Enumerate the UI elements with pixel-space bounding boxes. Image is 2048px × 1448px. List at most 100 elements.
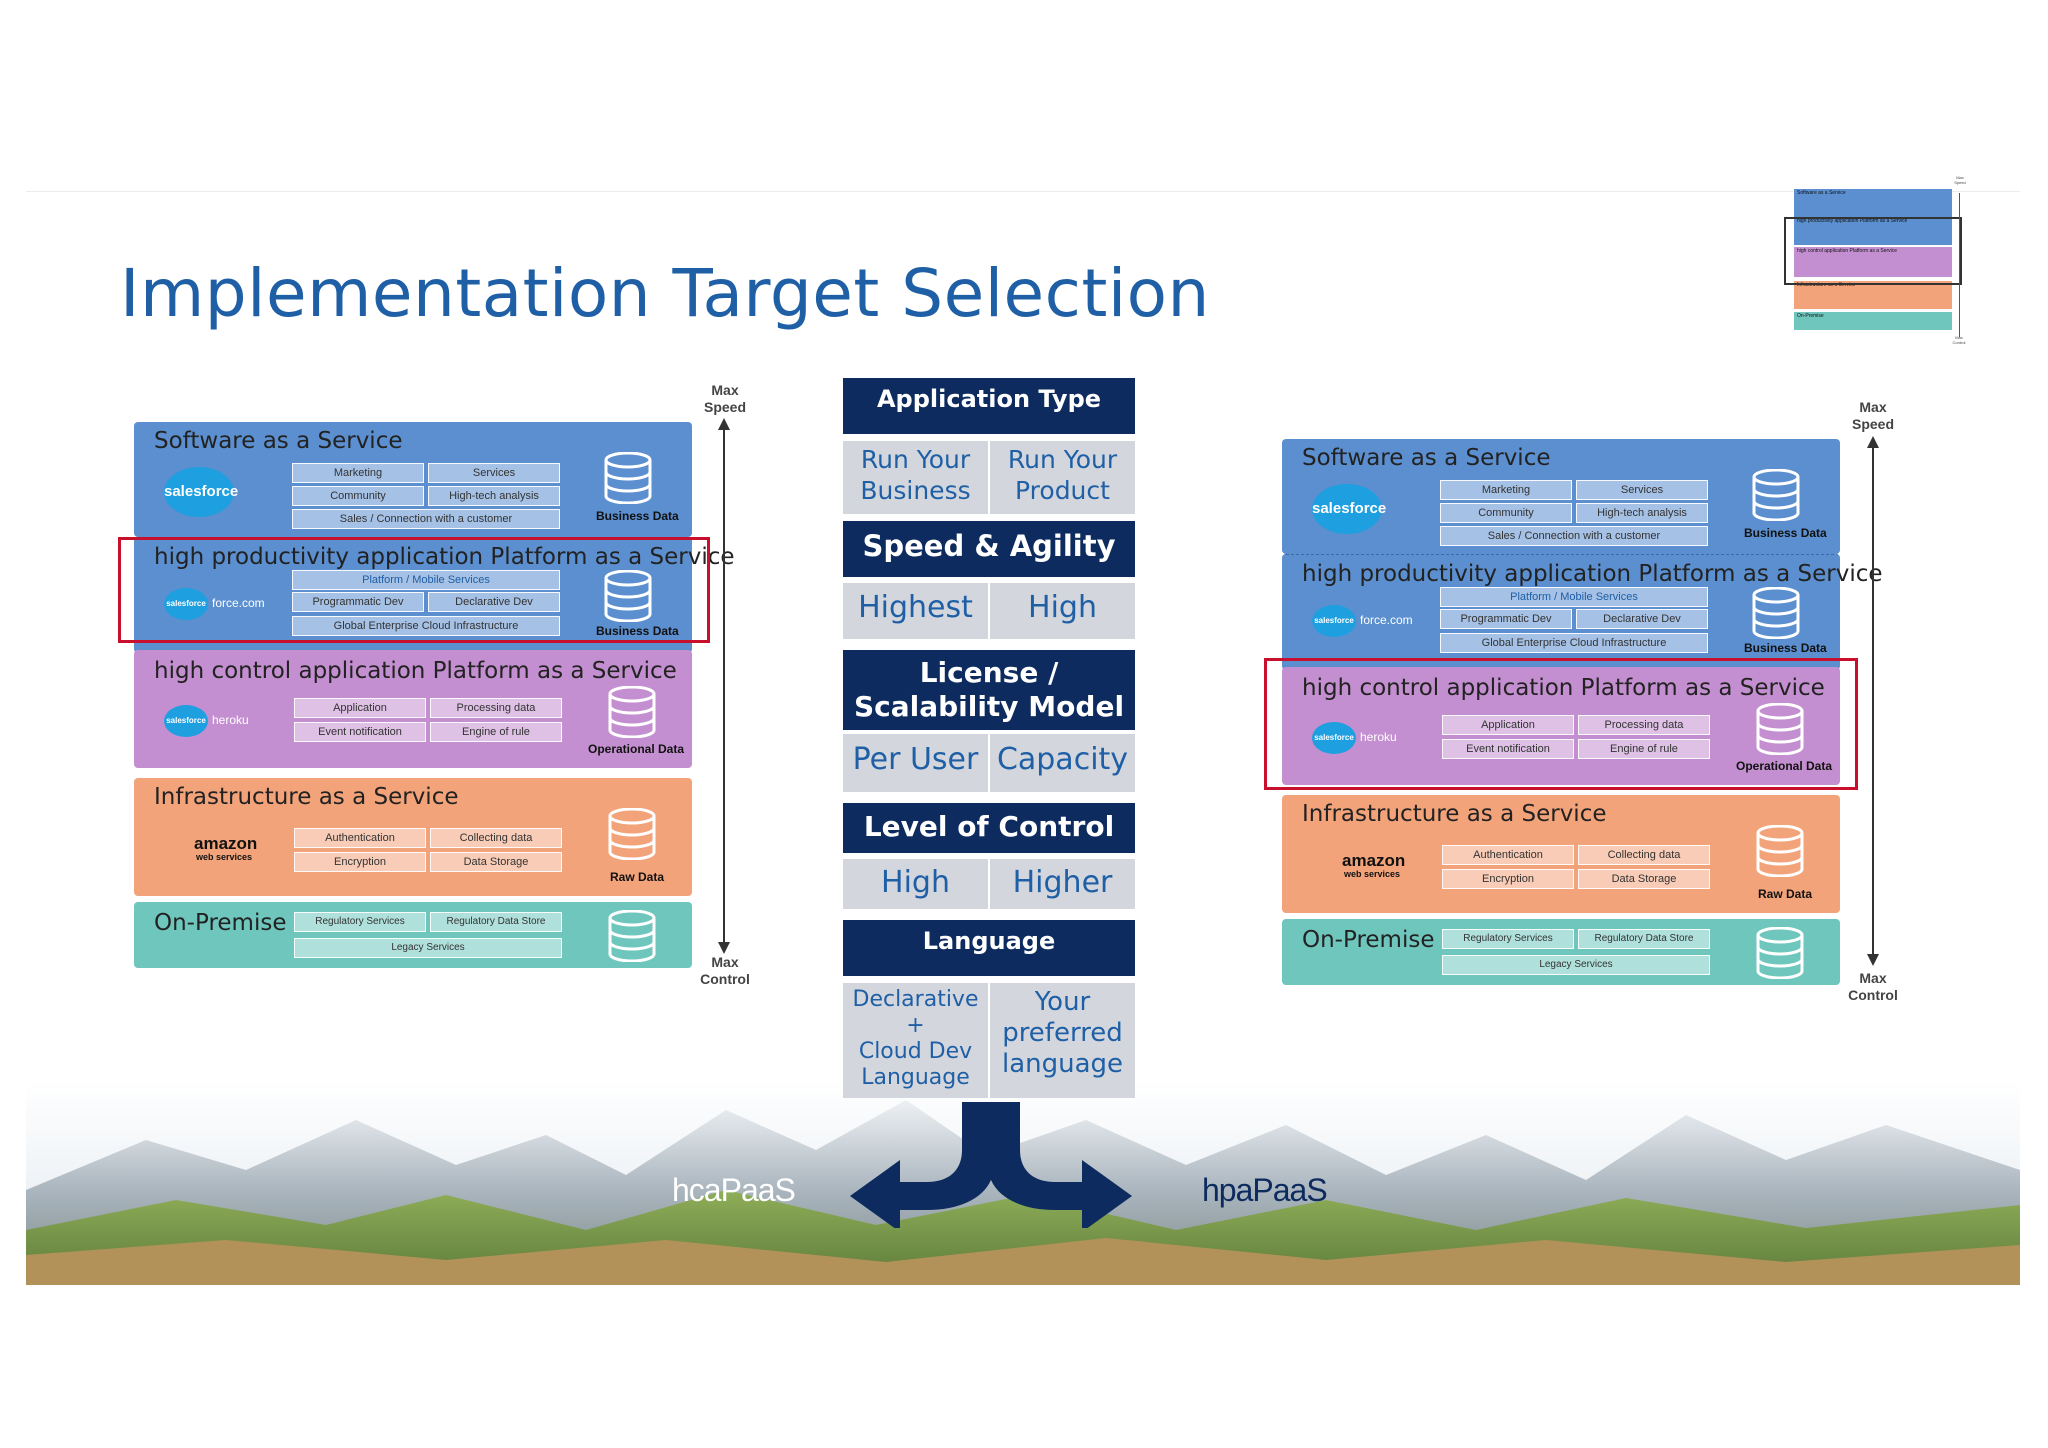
cell-authentication: Authentication <box>1442 845 1574 865</box>
cell-run-your-product: Run Your Product <box>990 441 1135 514</box>
cell-platform-mobile: Platform / Mobile Services <box>1440 587 1708 607</box>
axis-max-speed-label: Max Speed <box>1851 399 1894 432</box>
cell-programmatic-dev: Programmatic Dev <box>292 592 424 612</box>
database-icon <box>1756 825 1804 877</box>
layer-title: Software as a Service <box>1302 445 1551 471</box>
cell-legacy-services: Legacy Services <box>294 938 562 958</box>
layer-onpremise: On-Premise Regulatory Services Regulator… <box>1282 919 1840 985</box>
db-label: Raw Data <box>1758 887 1813 901</box>
database-icon <box>1756 703 1804 755</box>
row-header-language: Language <box>843 920 1135 976</box>
cell-regulatory-data-store: Regulatory Data Store <box>430 912 562 932</box>
database-icon <box>608 686 656 738</box>
cell-highest: Highest <box>843 583 988 639</box>
cell-declarative-dev: Declarative Dev <box>1576 609 1708 629</box>
split-arrow-icon <box>850 1102 1132 1228</box>
cell-marketing: Marketing <box>1440 480 1572 500</box>
database-icon <box>604 452 652 504</box>
salesforce-logo: salesforce <box>1312 722 1356 754</box>
hpapaas-label: hpaPaaS <box>1202 1172 1328 1208</box>
cell-programmatic-dev: Programmatic Dev <box>1440 609 1572 629</box>
cell-event-notification: Event notification <box>1442 739 1574 759</box>
highlight-box-hcapaas <box>1264 658 1858 790</box>
database-icon <box>604 570 652 622</box>
thumb-layer-hpapaas: high productivity application Platform a… <box>1794 217 1952 245</box>
cell-engine-of-rule: Engine of rule <box>1578 739 1710 759</box>
cell-sales-connection: Sales / Connection with a customer <box>1440 526 1708 546</box>
cell-event-notification: Event notification <box>294 722 426 742</box>
highlight-box-hpapaas <box>118 537 710 643</box>
cell-regulatory-services: Regulatory Services <box>1442 929 1574 949</box>
thumb-axis-line <box>1959 193 1960 337</box>
layer-title: high control application Platform as a S… <box>1302 675 1825 701</box>
salesforce-logo: salesforce <box>1312 605 1356 637</box>
cell-services: Services <box>428 463 560 483</box>
thumb-layer-hcapaas: high control application Platform as a S… <box>1794 247 1952 277</box>
db-label: Business Data <box>596 509 679 523</box>
cell-high-tech-analysis: High-tech analysis <box>428 486 560 506</box>
layer-title: Software as a Service <box>154 428 403 454</box>
amazon-sub-label: web services <box>1344 869 1401 879</box>
layer-title: On-Premise <box>154 910 287 936</box>
cell-capacity: Capacity <box>990 734 1135 792</box>
row-header-application-type: Application Type <box>843 378 1135 434</box>
row-header-license-scalability: License / Scalability Model <box>843 650 1135 730</box>
axis-max-control-label: Max Control <box>1848 970 1898 1003</box>
cell-marketing: Marketing <box>292 463 424 483</box>
cell-authentication: Authentication <box>294 828 426 848</box>
axis-max-speed-label: Max Speed <box>703 382 746 415</box>
layer-hpapaas: high productivity application Platform a… <box>1282 554 1883 670</box>
force-com-label: force.com <box>1360 613 1413 627</box>
cell-sales-connection: Sales / Connection with a customer <box>292 509 560 529</box>
cell-declarative-dev: Declarative Dev <box>428 592 560 612</box>
layer-iaas: Infrastructure as a Service amazon web s… <box>1282 795 1840 913</box>
heroku-label: heroku <box>212 713 249 727</box>
cell-data-storage: Data Storage <box>430 852 562 872</box>
layer-hcapaas: high control application Platform as a S… <box>134 650 692 768</box>
thumb-layer-iaas: Infrastructure as a Service <box>1794 281 1952 309</box>
amazon-logo: amazon <box>194 834 258 853</box>
database-icon <box>1752 469 1800 521</box>
row-header-speed-agility: Speed & Agility <box>843 521 1135 577</box>
database-icon <box>608 808 656 860</box>
stack-thumbnail: Software as a Service high productivity … <box>1784 175 1970 345</box>
database-icon <box>608 910 656 962</box>
hcapaas-label: hcaPaaS <box>672 1172 796 1208</box>
layer-iaas: Infrastructure as a Service amazon web s… <box>134 778 692 896</box>
layer-title: high control application Platform as a S… <box>154 658 677 684</box>
cell-processing-data: Processing data <box>1578 715 1710 735</box>
amazon-logo: amazon <box>1342 851 1406 870</box>
cell-processing-data: Processing data <box>430 698 562 718</box>
cell-regulatory-data-store: Regulatory Data Store <box>1578 929 1710 949</box>
layer-hpapaas: high productivity application Platform a… <box>134 537 735 653</box>
speed-control-axis-arrow <box>1867 436 1879 966</box>
top-divider <box>26 191 2020 192</box>
heroku-label: heroku <box>1360 730 1397 744</box>
left-cloud-stack: Software as a Service salesforce Marketi… <box>134 420 735 970</box>
cell-community: Community <box>1440 503 1572 523</box>
cell-encryption: Encryption <box>1442 869 1574 889</box>
cell-data-storage: Data Storage <box>1578 869 1710 889</box>
db-label: Business Data <box>1744 641 1827 655</box>
layer-title: Infrastructure as a Service <box>154 784 459 810</box>
cell-platform-mobile: Platform / Mobile Services <box>292 570 560 590</box>
thumb-axis-bottom-label: Max Control <box>1952 335 1966 345</box>
cell-encryption: Encryption <box>294 852 426 872</box>
cell-per-user: Per User <box>843 734 988 792</box>
layer-saas: Software as a Service salesforce Marketi… <box>1282 439 1840 554</box>
cell-application: Application <box>294 698 426 718</box>
salesforce-logo: salesforce <box>164 467 238 517</box>
force-com-label: force.com <box>212 596 265 610</box>
layer-title: On-Premise <box>1302 927 1435 953</box>
layer-onpremise: On-Premise Regulatory Services Regulator… <box>134 902 692 968</box>
cell-run-your-business: Run Your Business <box>843 441 988 514</box>
cell-high-tech-analysis: High-tech analysis <box>1576 503 1708 523</box>
cell-global-enterprise: Global Enterprise Cloud Infrastructure <box>1440 633 1708 653</box>
cell-global-enterprise: Global Enterprise Cloud Infrastructure <box>292 616 560 636</box>
thumb-highlight-box <box>1784 217 1962 285</box>
layer-hcapaas: high control application Platform as a S… <box>1282 667 1840 785</box>
cell-legacy-services: Legacy Services <box>1442 955 1710 975</box>
row-header-level-of-control: Level of Control <box>843 803 1135 853</box>
db-label: Business Data <box>596 624 679 638</box>
cell-community: Community <box>292 486 424 506</box>
